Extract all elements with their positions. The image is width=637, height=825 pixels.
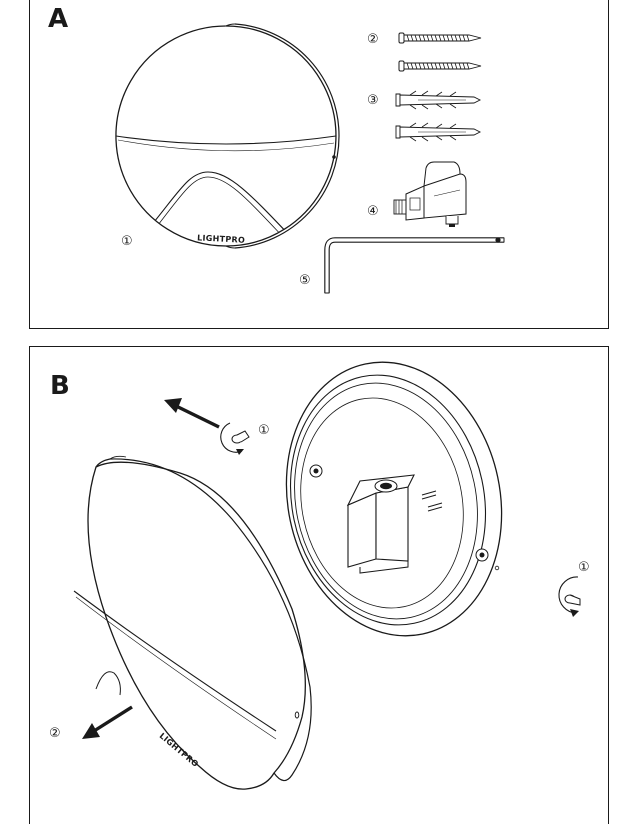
pull-cover-step-number: ② (49, 726, 61, 741)
top-screw-step-number: ① (258, 423, 270, 438)
part-5-number: ⑤ (299, 273, 311, 288)
lamp-illustration: LIGHTPRO (115, 23, 340, 249)
screws-illustration: ② (367, 32, 482, 72)
wall-plugs-illustration: ③ (367, 90, 482, 142)
connector-illustration: ④ (367, 161, 467, 227)
part-1-number: ① (121, 234, 133, 249)
panel-b-letter: B (50, 371, 70, 401)
pull-cover-step: ② (49, 705, 133, 741)
lamp-brand-label: LIGHTPRO (197, 233, 245, 245)
panel-b-illustration: LIGHTPRO ① ① ② (49, 361, 590, 790)
top-screw-step: ① (164, 398, 270, 455)
cover-illustration: LIGHTPRO (73, 455, 312, 790)
part-3-number: ③ (367, 93, 379, 108)
base-mount-illustration (285, 361, 503, 637)
hex-key-illustration: ⑤ (299, 237, 505, 294)
side-screw-step: ① (558, 560, 590, 617)
panel-a-illustration: LIGHTPRO ① ② ③ (115, 23, 505, 294)
panel-a: A LIGHTPRO ① ② (29, 0, 609, 329)
part-4-number: ④ (367, 204, 379, 219)
panel-a-letter: A (48, 4, 69, 34)
part-2-number: ② (367, 32, 379, 47)
side-screw-step-number: ① (578, 560, 590, 575)
panel-b: B (29, 346, 609, 824)
